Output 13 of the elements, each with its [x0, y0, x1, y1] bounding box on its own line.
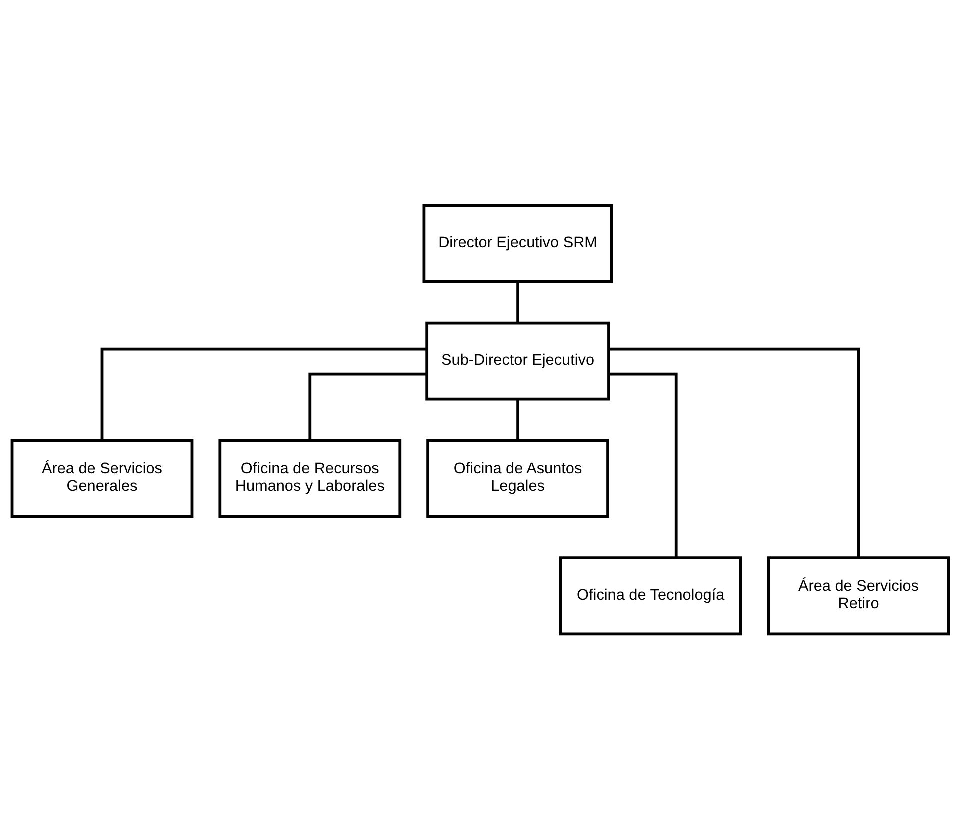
node-box: Oficina de Tecnología: [559, 556, 742, 636]
connector: [308, 372, 427, 440]
connector: [516, 398, 520, 440]
node-box: Área de Servicios Retiro: [767, 556, 950, 636]
node-box: Director Ejecutivo SRM: [422, 204, 614, 283]
connector: [100, 347, 428, 440]
node-box: Área de Servicios Generales: [10, 438, 194, 518]
connector: [516, 282, 520, 322]
node-box: Sub-Director Ejecutivo: [426, 321, 610, 400]
node-box: Oficina de Asuntos Legales: [426, 438, 610, 518]
connector: [609, 372, 678, 558]
connector: [609, 347, 860, 558]
node-box: Oficina de Recursos Humanos y Laborales: [218, 438, 402, 518]
